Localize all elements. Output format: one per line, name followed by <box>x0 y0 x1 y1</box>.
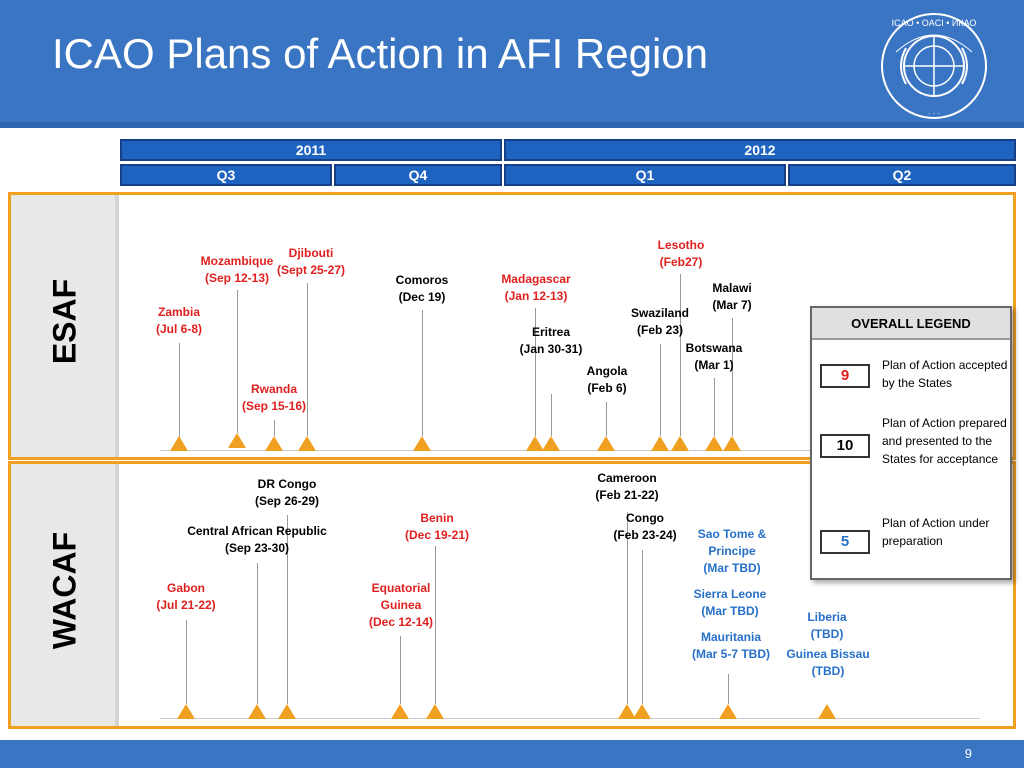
event-eritrea: Eritrea(Jan 30-31) <box>519 325 583 356</box>
marker-djibouti <box>298 436 316 451</box>
legend-count-presented: 10 <box>820 434 870 458</box>
title-banner: ICAO Plans of Action in AFI Region ICAO … <box>0 0 1024 128</box>
marker-madagascar <box>526 436 544 451</box>
marker-angola <box>597 436 615 451</box>
marker-swaziland <box>651 436 669 451</box>
legend-text-presented: Plan of Action prepared and presented to… <box>882 416 1007 466</box>
event-rwanda: Rwanda(Sep 15-16) <box>241 382 307 413</box>
event-dr-congo: DR Congo(Sep 26-29) <box>254 477 320 508</box>
marker-dr-congo <box>278 704 296 719</box>
year-2011-bar: 2011 <box>120 139 502 161</box>
quarter-q1-bar: Q1 <box>504 164 786 186</box>
event-benin: Benin(Dec 19-21) <box>404 511 470 542</box>
event-malawi: Malawi(Mar 7) <box>712 281 752 312</box>
event-sierra-leone: Sierra Leone(Mar TBD) <box>693 587 767 618</box>
event-angola: Angola(Feb 6) <box>586 364 628 395</box>
year-2012-bar: 2012 <box>504 139 1016 161</box>
event-cameroon: Cameroon(Feb 21-22) <box>595 471 659 502</box>
marker-congo <box>633 704 651 719</box>
marker-mozambique <box>228 433 246 448</box>
esaf-label: ESAF <box>46 278 83 365</box>
svg-text:· · ·: · · · <box>928 109 940 118</box>
quarter-q3-bar: Q3 <box>120 164 332 186</box>
event-central-african-republic: Central African Republic(Sep 23-30) <box>187 524 327 555</box>
icao-emblem-icon: ICAO • OACI • ИКАО · · · <box>881 13 987 119</box>
marker-cameroon <box>618 704 636 719</box>
slide-title: ICAO Plans of Action in AFI Region <box>52 30 709 77</box>
marker-rwanda <box>265 436 283 451</box>
event-comoros: Comoros(Dec 19) <box>395 273 449 304</box>
event-lesotho: Lesotho(Feb27) <box>657 238 705 269</box>
event-djibouti: Djibouti(Sept 25-27) <box>276 246 346 277</box>
svg-text:ICAO • OACI • ИКАО: ICAO • OACI • ИКАО <box>892 18 977 28</box>
event-mozambique: Mozambique(Sep 12-13) <box>200 254 274 285</box>
esaf-label-panel: ESAF <box>11 195 119 457</box>
event-gabon: Gabon(Jul 21-22) <box>156 581 216 612</box>
page-number: 9 <box>964 746 972 761</box>
event-congo: Congo(Feb 23-24) <box>613 511 677 542</box>
event-madagascar: Madagascar(Jan 12-13) <box>501 272 571 303</box>
marker-benin <box>426 704 444 719</box>
marker-malawi <box>723 436 741 451</box>
wacaf-label: WACAF <box>46 531 83 650</box>
legend-text-accepted: Plan of Action accepted by the States <box>882 358 1008 390</box>
legend-text-preparation: Plan of Action under preparation <box>882 516 990 548</box>
wacaf-axis <box>160 718 980 719</box>
event-zambia: Zambia(Jul 6-8) <box>155 305 203 336</box>
footer-bar: 9 <box>0 740 1024 768</box>
event-mauritania: Mauritania(Mar 5-7 TBD) <box>691 630 771 661</box>
marker-gabon <box>177 704 195 719</box>
marker-comoros <box>413 436 431 451</box>
legend-title: OVERALL LEGEND <box>812 308 1010 340</box>
marker-equatorial-guinea <box>391 704 409 719</box>
event-liberia: Liberia(TBD) <box>807 610 847 641</box>
marker-lesotho <box>671 436 689 451</box>
marker-botswana <box>705 436 723 451</box>
event-guinea-bissau: Guinea Bissau(TBD) <box>786 647 870 678</box>
legend-count-preparation: 5 <box>820 530 870 554</box>
esaf-axis <box>160 450 980 451</box>
event-botswana: Botswana(Mar 1) <box>685 341 743 372</box>
event-swaziland: Swaziland(Feb 23) <box>630 306 690 337</box>
overall-legend: OVERALL LEGEND 9 Plan of Action accepted… <box>810 306 1012 580</box>
quarter-q2-bar: Q2 <box>788 164 1016 186</box>
marker-central-african-republic <box>248 704 266 719</box>
marker-mauritania <box>719 704 737 719</box>
quarter-q4-bar: Q4 <box>334 164 502 186</box>
event-sao-tome-principe: Sao Tome &Principe(Mar TBD) <box>697 527 767 575</box>
legend-count-accepted: 9 <box>820 364 870 388</box>
marker-zambia <box>170 436 188 451</box>
wacaf-label-panel: WACAF <box>11 464 119 726</box>
marker-liberia <box>818 704 836 719</box>
marker-eritrea <box>542 436 560 451</box>
